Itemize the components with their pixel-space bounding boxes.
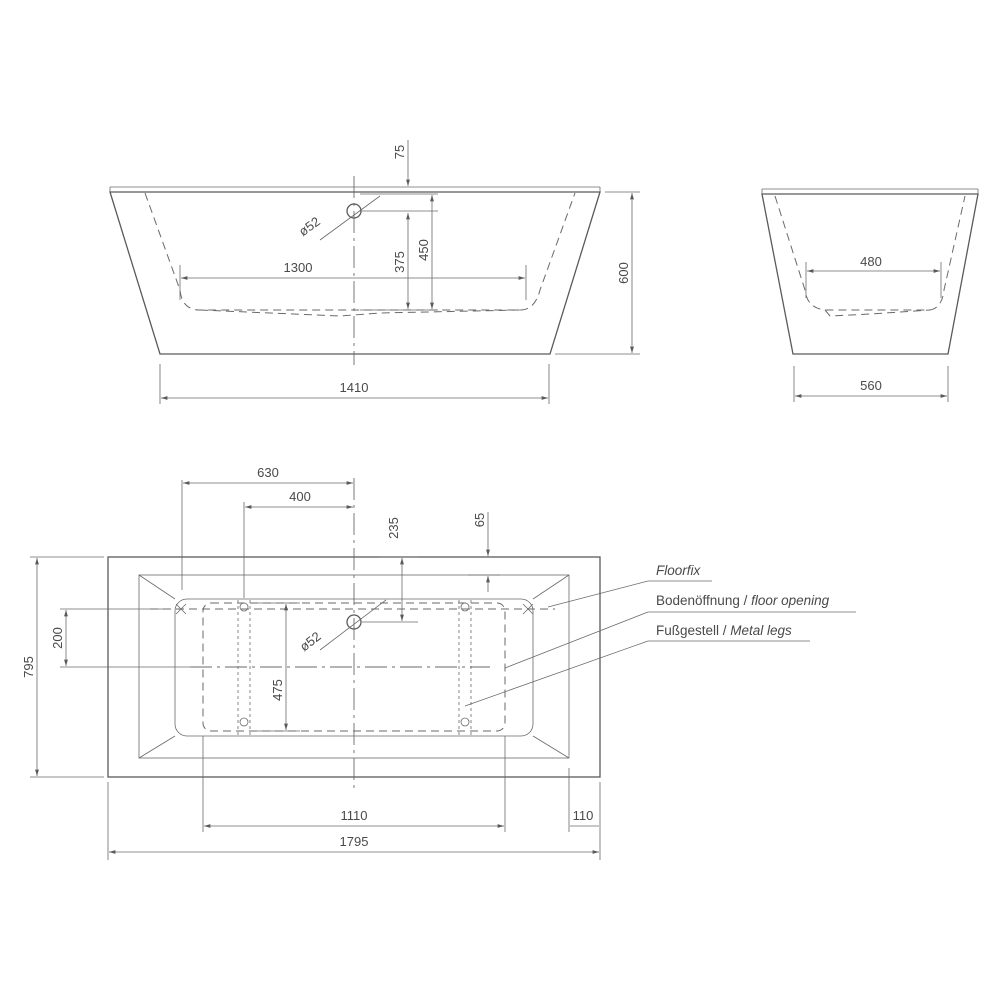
leader-metal-legs [464,640,649,707]
top-dim-795: 795 [21,656,36,678]
side-view: 480 560 [761,188,979,402]
front-dim-600: 600 [616,262,631,284]
top-dim-400: 400 [289,489,311,504]
front-dim-375: 375 [392,251,407,273]
label-metal-legs-en: Metal legs [730,623,792,638]
label-floor-opening: Bodenöffnung / floor opening [656,593,830,608]
top-dim-1795: 1795 [340,834,369,849]
leader-floor-opening [504,611,649,669]
front-dim-75: 75 [392,145,407,159]
front-view: 1300 75 375 450 ø52 600 1410 [109,140,640,404]
label-floorfix: Floorfix [656,563,702,578]
front-dim-diameter: ø52 [296,214,323,239]
top-view-drain-circle [346,614,362,630]
top-dim-110: 110 [573,808,594,823]
label-floor-opening-de: Bodenöffnung / [656,593,751,608]
metal-leg-left [237,600,251,735]
front-dim-1300: 1300 [284,260,313,275]
top-dim-diameter: ø52 [297,629,324,655]
top-dim-235: 235 [386,517,401,539]
top-view: ø52 630 400 235 65 200 795 475 [21,465,856,860]
front-dim-450: 450 [416,239,431,261]
top-dim-475: 475 [270,679,285,701]
front-view-shell [109,191,601,355]
top-dim-630: 630 [257,465,279,480]
label-floor-opening-en: floor opening [751,593,830,608]
side-view-inner-basin [774,195,966,311]
leader-floorfix [547,580,649,608]
top-dim-1110: 1110 [341,808,368,823]
side-view-shell [761,193,979,355]
side-dim-480: 480 [860,254,882,269]
front-dim-1410: 1410 [340,380,369,395]
top-dim-65: 65 [472,513,487,527]
label-metal-legs-de: Fußgestell / [656,623,730,638]
side-dim-560: 560 [860,378,882,393]
metal-leg-right [458,600,472,735]
label-metal-legs: Fußgestell / Metal legs [656,623,792,638]
front-view-inner-basin [144,192,576,311]
top-dim-200: 200 [50,627,65,649]
